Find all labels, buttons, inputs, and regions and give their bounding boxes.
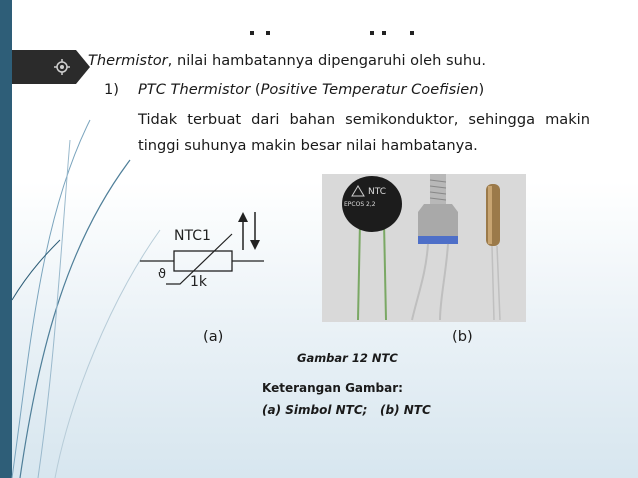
caption-b: (b) [452,328,473,345]
thermal-slash [166,233,233,285]
left-accent-bar [0,0,12,478]
description-line-1: Tidak terbuat dari bahan semikonduktor, … [138,111,590,128]
cropped-text-fragments [250,22,450,41]
decorative-curves [11,119,161,478]
glass-thermistor [486,184,501,321]
gear-icon [54,59,70,75]
item-description: Tidak terbuat dari bahan semikonduktor, … [138,107,590,159]
ntc-photo: NTC EPCOS 2,2 [322,174,526,322]
item-title-close: ) [478,81,485,98]
intro-sentence: Thermistor, nilai hambatannya dipengaruh… [88,52,486,69]
intro-term: Thermistor [88,52,168,69]
symbol-label: NTC1 [174,228,211,244]
caption-a: (a) [203,328,224,345]
temperature-mark: ϑ [158,267,166,282]
symbol-value: 1k [190,274,208,290]
item-title-detail: Positive Temperatur Coefisien [260,81,479,98]
list-item-title: PTC Thermistor (Positive Temperatur Coef… [138,81,484,98]
slide-arrow-tab [12,50,90,84]
resistor-body [173,250,233,272]
photo-label-2: EPCOS 2,2 [344,201,376,208]
screw-thermistor [411,174,458,321]
figure-note-title: Keterangan Gambar: [262,381,403,395]
list-item-number: 1) [104,81,119,98]
disc-thermistor: NTC EPCOS 2,2 [342,176,402,321]
intro-rest: , nilai hambatannya dipengaruhi oleh suh… [167,52,486,69]
photo-label-1: NTC [368,187,386,197]
item-title-open: ( [250,81,261,98]
down-arrow-icon [250,212,260,250]
description-line-2: tinggi suhunya makin besar nilai hambata… [138,137,478,154]
figure-title: Gambar 12 NTC [297,351,398,365]
item-title-term: PTC Thermistor [138,81,251,98]
figure-note-body: (a) Simbol NTC; (b) NTC [262,403,431,417]
up-arrow-icon [238,212,248,250]
ntc-symbol-diagram: NTC1 1k ϑ [140,212,264,290]
